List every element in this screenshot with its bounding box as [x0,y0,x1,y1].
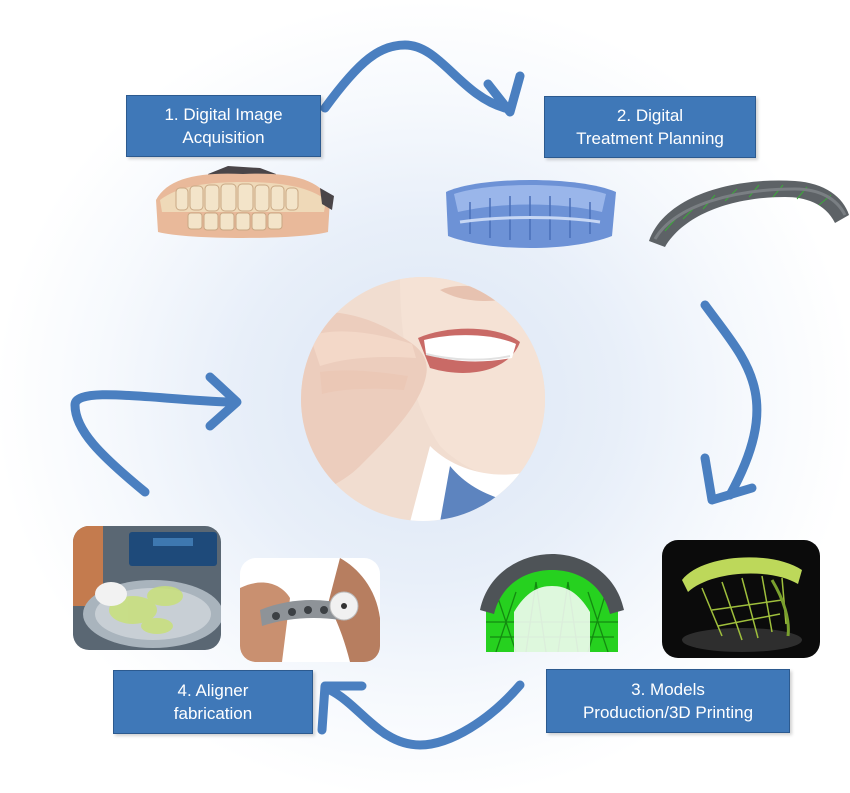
arrowhead-top-icon [483,71,525,117]
arrowhead-bottom-icon [317,681,367,735]
arrow-right-icon [700,300,762,500]
fabrication-photo-icon [73,526,221,650]
step-1-box: 1. Digital Image Acquisition [126,95,321,157]
support-structure-icon [480,554,624,652]
step-2-line2: Treatment Planning [576,129,724,148]
smile-photo-icon [301,277,545,521]
aligner-model-icon [446,180,616,248]
arrow-left-icon [70,390,235,497]
arrow-top-icon [320,40,510,113]
arrowhead-left-icon [205,372,242,431]
step-3-line2: Production/3D Printing [582,703,754,722]
mesh-arch-icon [649,180,849,247]
step-2-box: 2. Digital Treatment Planning [544,96,756,158]
arrowhead-right-icon [700,453,757,505]
step-4-line1: 4. Aligner [177,681,249,700]
step-1-line2: Acquisition [182,128,265,147]
step-4-line2: fabrication [173,704,253,723]
step-3-line1: 3. Models [631,680,705,699]
step-2-line1: 2. Digital [616,106,684,125]
printer-photo-icon [662,540,820,658]
step-3-box: 3. Models Production/3D Printing [546,669,790,733]
arrow-bottom-icon [325,680,525,750]
step-4-box: 4. Aligner fabrication [113,670,313,734]
dental-scan-icon [156,166,334,238]
trimming-photo-icon [240,558,380,662]
step-1-line1: 1. Digital Image [164,105,283,124]
